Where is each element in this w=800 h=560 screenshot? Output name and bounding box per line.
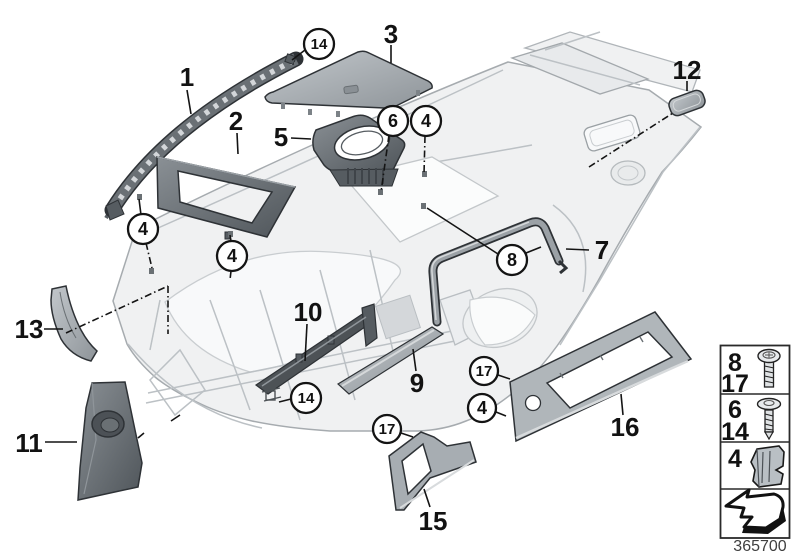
part-5-center-speaker-housing bbox=[312, 114, 406, 187]
callout-9[interactable]: 9 bbox=[410, 368, 424, 398]
callout-circled-17-dash[interactable]: 17 bbox=[468, 355, 500, 387]
part-13-a-pillar-trim bbox=[50, 285, 98, 362]
plain-callouts: 1 2 3 5 7 9 10 11 12 13 15 16 bbox=[15, 19, 702, 536]
right-side-vent bbox=[610, 160, 646, 186]
svg-text:6: 6 bbox=[388, 111, 398, 131]
part-9-decor-strip bbox=[337, 326, 445, 395]
callout-circled-4-roof[interactable]: 4 bbox=[409, 104, 443, 138]
part-7-windscreen-frame-trim bbox=[428, 217, 569, 327]
svg-text:14: 14 bbox=[298, 390, 315, 407]
part-1-windscreen-grille-strip bbox=[104, 51, 304, 221]
callout-7[interactable]: 7 bbox=[595, 235, 609, 265]
svg-text:17: 17 bbox=[379, 421, 396, 438]
callout-circled-4-center[interactable]: 4 bbox=[215, 239, 249, 273]
svg-text:4: 4 bbox=[477, 398, 487, 418]
svg-text:8: 8 bbox=[507, 250, 517, 270]
svg-text:14: 14 bbox=[311, 36, 328, 53]
part-2-display-frame bbox=[156, 156, 297, 240]
svg-text:4: 4 bbox=[138, 219, 148, 239]
callout-circled-4-dash[interactable]: 4 bbox=[466, 392, 498, 424]
legend-item-6: 6 bbox=[728, 396, 742, 424]
fastener-legend: 8 17 6 14 4 bbox=[719, 344, 791, 539]
clip-marks bbox=[137, 171, 427, 274]
callout-10[interactable]: 10 bbox=[294, 297, 323, 327]
legend-item-8: 8 bbox=[728, 349, 742, 377]
callout-circled-14-lower[interactable]: 14 bbox=[289, 381, 323, 415]
spring-clip-icon bbox=[750, 445, 785, 488]
callout-5[interactable]: 5 bbox=[274, 122, 288, 152]
direction-arrow-icon bbox=[724, 488, 786, 534]
part-10-trim-carrier-strip bbox=[254, 303, 378, 402]
callout-15[interactable]: 15 bbox=[419, 506, 448, 536]
part-15-glovebox-trim bbox=[388, 431, 477, 511]
callout-circled-6[interactable]: 6 bbox=[376, 104, 410, 138]
pan-head-screw-icon bbox=[757, 348, 781, 388]
callout-circled-8[interactable]: 8 bbox=[495, 243, 529, 277]
hud-opening bbox=[583, 114, 641, 152]
leader-lines bbox=[44, 45, 688, 508]
callout-circled-4-left[interactable]: 4 bbox=[126, 212, 160, 246]
defroster-duct bbox=[510, 31, 701, 95]
legend-item-14: 14 bbox=[721, 418, 749, 446]
callout-11[interactable]: 11 bbox=[15, 428, 43, 458]
diagram-number: 365700 bbox=[733, 538, 786, 555]
callout-1[interactable]: 1 bbox=[180, 62, 194, 92]
svg-text:17: 17 bbox=[476, 363, 493, 380]
part-12-cap bbox=[668, 89, 706, 117]
callout-2[interactable]: 2 bbox=[229, 106, 243, 136]
part-3-speaker-cover-panel bbox=[264, 50, 433, 117]
callout-3[interactable]: 3 bbox=[384, 19, 398, 49]
svg-text:4: 4 bbox=[421, 111, 431, 131]
flange-screw-icon bbox=[756, 397, 782, 441]
callout-13[interactable]: 13 bbox=[15, 314, 44, 344]
circled-callouts: 14 6 4 4 4 8 14 17 bbox=[126, 27, 529, 445]
instrument-hood-area bbox=[164, 250, 401, 373]
callout-circled-14-top[interactable]: 14 bbox=[302, 27, 336, 61]
legend-item-17: 17 bbox=[721, 370, 749, 398]
callout-16[interactable]: 16 bbox=[611, 412, 640, 442]
part-11-side-trim-panel bbox=[77, 381, 143, 501]
clip-14-bracket bbox=[261, 387, 282, 402]
svg-text:4: 4 bbox=[227, 246, 237, 266]
part-16-dashboard-trim-panel bbox=[509, 311, 693, 443]
callout-circled-17-glovebox[interactable]: 17 bbox=[371, 413, 403, 445]
callout-12[interactable]: 12 bbox=[673, 55, 702, 85]
legend-item-4: 4 bbox=[728, 445, 742, 473]
